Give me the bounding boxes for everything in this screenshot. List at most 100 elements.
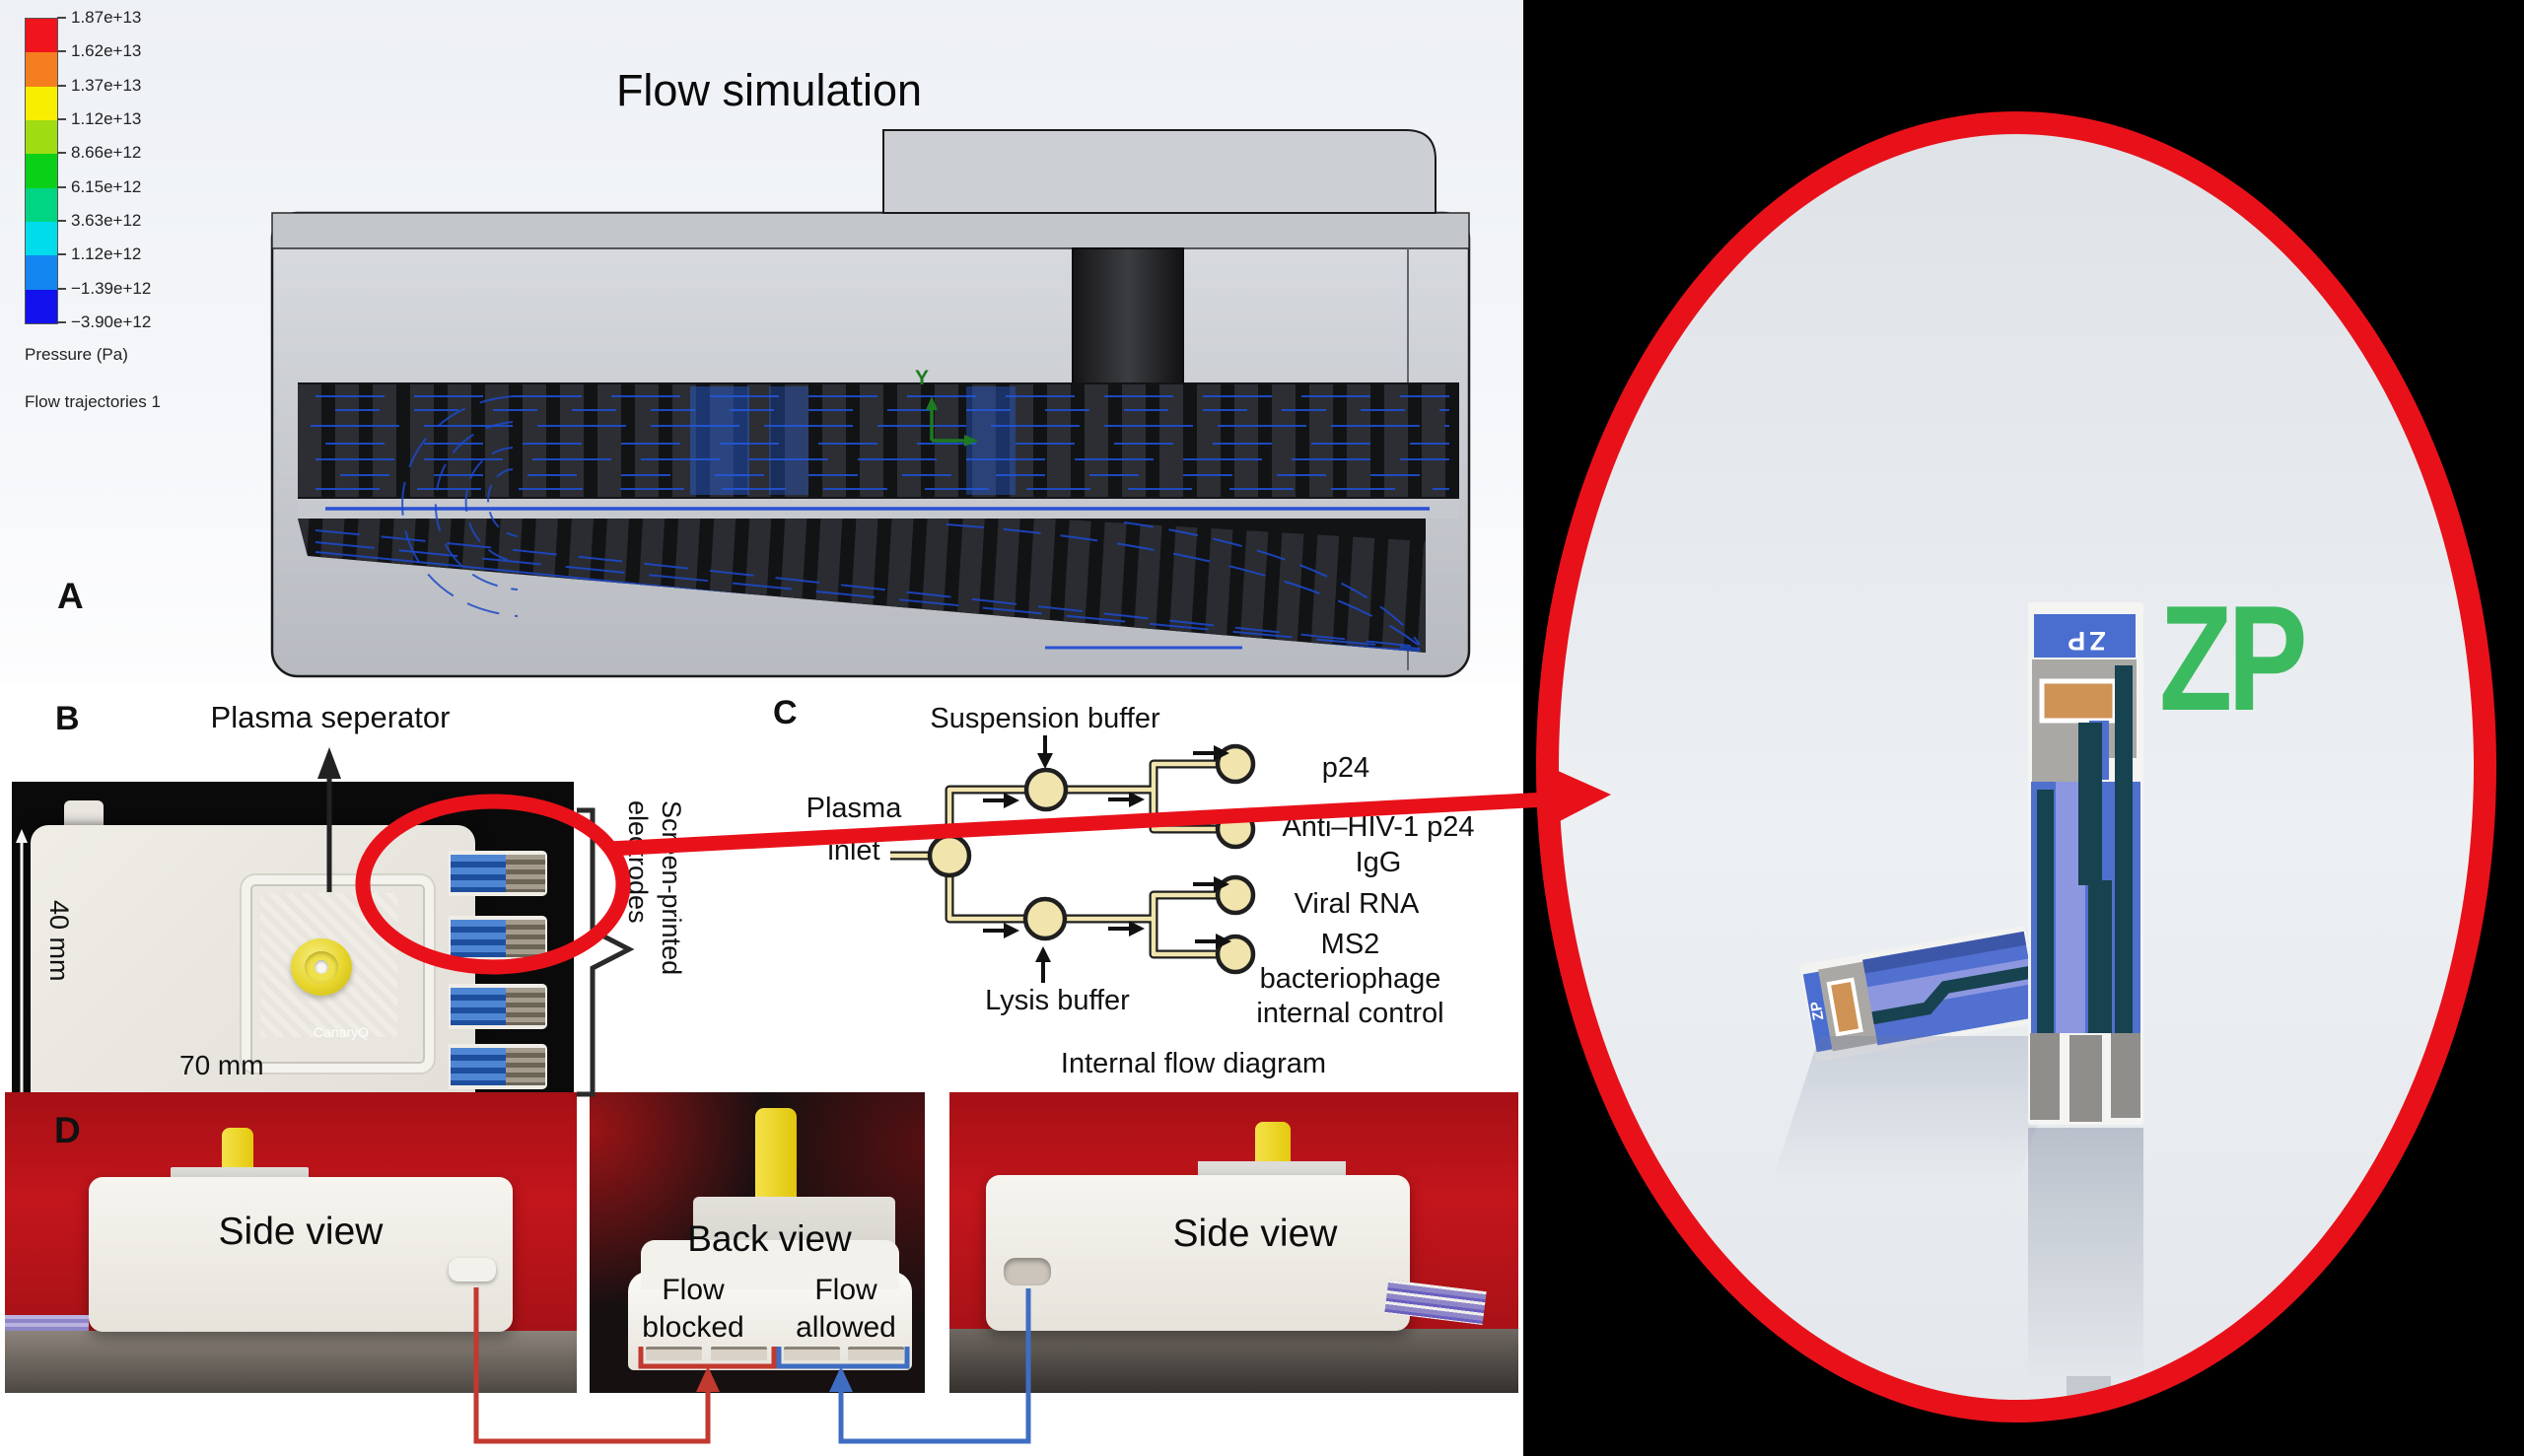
device-body [89, 1177, 513, 1332]
output-viral-rna-label: Viral RNA [1294, 888, 1420, 920]
electrodes-label: Screen-printed electrodes [621, 800, 688, 1118]
legend-tick [57, 118, 66, 120]
legend-tick-label: 8.66e+12 [71, 143, 142, 162]
legend-tick-label: 6.15e+12 [71, 177, 142, 196]
legend-tick-label: 1.37e+13 [71, 76, 142, 95]
table-surface [949, 1329, 1518, 1393]
output-ms2-line3: internal control [1256, 998, 1444, 1029]
output-anti-line2: IgG [1355, 847, 1402, 878]
back-view-title: Back view [687, 1218, 852, 1259]
sample-port-hole [315, 960, 328, 974]
magnifier-ellipse: ZP ZP [1536, 111, 2496, 1422]
legend-band-2 [26, 52, 57, 87]
electrode-strip-lying-art [1799, 926, 2042, 1062]
legend-band-1 [26, 19, 57, 53]
output-ms2-label: MS2 bacteriophage internal control [1244, 928, 1456, 1031]
legend-tick [57, 321, 66, 323]
legend-tick-label: 3.63e+12 [71, 211, 142, 230]
suspension-buffer-label: Suspension buffer [930, 703, 1160, 734]
slot [784, 1347, 840, 1360]
legend-band-8 [26, 255, 57, 290]
strip-reflection [2067, 1376, 2111, 1400]
cad-axis-label: Y [915, 367, 930, 389]
electrode-strip [449, 916, 547, 961]
legend-band-5 [26, 154, 57, 188]
device-body-back-upper [641, 1240, 899, 1289]
panel-a-label: A [57, 576, 84, 616]
flow-blocked-line2: blocked [642, 1311, 744, 1344]
pressure-legend-bar [25, 18, 58, 324]
zp-logo: ZP [2159, 575, 2308, 742]
output-ms2-line2: bacteriophage [1259, 963, 1441, 995]
device-body [986, 1175, 1410, 1331]
legend-band-6 [26, 187, 57, 222]
legend-band-9 [26, 289, 57, 323]
output-anti-hiv-label: Anti–HIV-1 p24 IgG [1264, 809, 1493, 880]
legend-unit-label: Pressure (Pa) [25, 345, 128, 364]
slot [646, 1347, 702, 1360]
separator-plate [1198, 1161, 1346, 1177]
flow-simulation-cad [270, 129, 1471, 678]
legend-tick-label: 1.12e+13 [71, 109, 142, 128]
panel-d-label: D [54, 1110, 81, 1150]
legend-series-label: Flow trajectories 1 [25, 392, 161, 411]
electrodes-label-line1: Screen-printed [657, 800, 686, 976]
flow-allowed-line1: Flow [814, 1274, 877, 1306]
legend-tick-label: 1.62e+13 [71, 41, 142, 60]
plasma-inlet-line1: Plasma [806, 793, 902, 824]
legend-tick [57, 85, 66, 87]
side-view-photo-1: Side view [5, 1092, 577, 1393]
flow-blocked-label: Flow blocked [619, 1272, 767, 1347]
dim-width-label: 70 mm [179, 1050, 264, 1080]
electrode-strips-peek [5, 1315, 89, 1331]
panel-b-label: B [55, 700, 80, 737]
electrode-strip-lying: ZP [1799, 926, 2042, 1063]
legend-tick-label: 1.87e+13 [71, 8, 142, 27]
legend-band-3 [26, 86, 57, 120]
strip-print: ZP [2064, 626, 2106, 656]
legend-tick [57, 288, 66, 290]
legend-tick [57, 152, 66, 154]
device-brand: CanaryQ [314, 1024, 370, 1040]
device-top-photo: CanaryQ 40 mm 70 mm [12, 782, 574, 1144]
legend-tick [57, 186, 66, 188]
legend-tick-label: 1.12e+12 [71, 244, 142, 263]
vent-hole [1004, 1258, 1051, 1285]
legend-tick [57, 220, 66, 222]
output-p24-label: p24 [1321, 752, 1370, 784]
plasma-separator-callout: Plasma seperator [210, 700, 451, 734]
side-view-2-title: Side view [1172, 1213, 1338, 1255]
output-anti-line1: Anti–HIV-1 p24 [1282, 811, 1475, 843]
lysis-buffer-label: Lysis buffer [985, 985, 1130, 1016]
electrode-strip-standing: ZP [2028, 602, 2143, 1125]
flow-allowed-line2: allowed [796, 1311, 896, 1344]
electrode-strip [449, 1044, 547, 1089]
plasma-inlet-label: Plasma inlet [771, 788, 937, 872]
panel-a-title: Flow simulation [615, 65, 923, 115]
side-view-photo-2: Side view [949, 1092, 1518, 1393]
slot [711, 1347, 767, 1360]
strip-reflection [1771, 1036, 2067, 1184]
legend-tick-label: −1.39e+12 [71, 279, 152, 298]
flow-blocked-line1: Flow [662, 1274, 725, 1306]
legend-tick [57, 253, 66, 255]
outlet-nub [449, 1258, 496, 1282]
inlet-knob [755, 1108, 797, 1199]
panel-c-caption: Internal flow diagram [1060, 1048, 1327, 1079]
output-ms2-line1: MS2 [1320, 929, 1380, 960]
legend-tick-label: −3.90e+12 [71, 312, 152, 331]
table-surface [5, 1331, 577, 1393]
plasma-inlet-line2: inlet [827, 835, 880, 867]
legend-tick [57, 50, 66, 52]
electrode-strip [449, 984, 547, 1029]
legend-tick [57, 17, 66, 19]
legend-band-7 [26, 221, 57, 256]
slot [848, 1347, 904, 1360]
back-view-photo: Back view Flow blocked Flow allowed [590, 1092, 925, 1393]
dim-height-label: 40 mm [44, 900, 74, 982]
flow-allowed-label: Flow allowed [772, 1272, 920, 1347]
electrode-strip-standing-art [2028, 602, 2143, 1125]
electrodes-label-line2: electrodes [623, 800, 653, 924]
strip-reflection [2028, 1128, 2143, 1384]
